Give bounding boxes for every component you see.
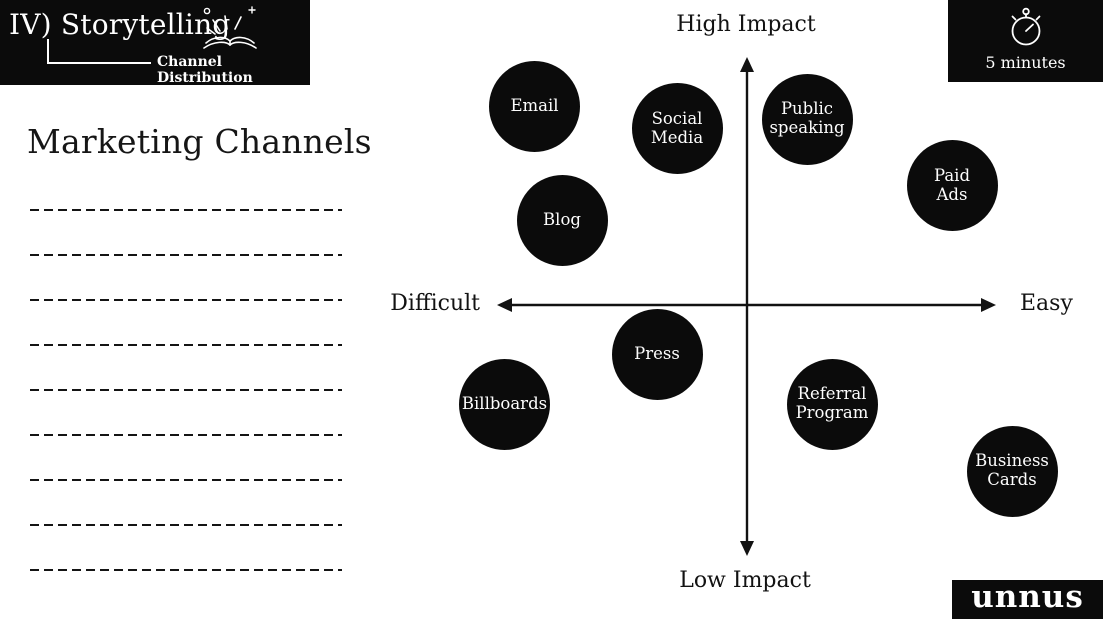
- connector-line: [47, 39, 151, 64]
- channel-bubble-blog: Blog: [516, 175, 608, 267]
- axis-label-high-impact: High Impact: [676, 12, 816, 37]
- axis-label-low-impact: Low Impact: [679, 568, 811, 593]
- timer-label: 5 minutes: [985, 53, 1066, 72]
- channel-bubble-billboards: Billboards: [459, 358, 550, 450]
- writing-lines: [30, 209, 342, 614]
- timer-badge: 5 minutes: [948, 0, 1103, 82]
- writing-line: [30, 479, 342, 481]
- page-title: IV) Storytelling: [9, 8, 231, 41]
- writing-line: [30, 389, 342, 391]
- channel-bubble-label: Email: [510, 96, 559, 116]
- brand-logo: unnus: [952, 580, 1103, 619]
- writing-line: [30, 344, 342, 346]
- channel-bubble-label: Blog: [543, 210, 581, 230]
- writing-line: [30, 299, 342, 301]
- writing-line: [30, 209, 342, 211]
- axis-label-easy: Easy: [1020, 291, 1073, 316]
- channel-bubble-press: Press: [611, 309, 703, 401]
- channel-bubble-label: Press: [634, 344, 680, 364]
- header-subtitle: Channel Distribution: [157, 54, 253, 86]
- writing-line: [30, 254, 342, 256]
- channel-bubble-label: Billboards: [461, 393, 548, 413]
- writing-line: [30, 434, 342, 436]
- writing-line: [30, 569, 342, 571]
- header: IV) Storytelling Channel Distribution: [0, 0, 310, 86]
- channel-bubble-email: Email: [489, 61, 580, 153]
- notes-title: Marketing Channels: [27, 122, 372, 161]
- open-book-sparkles-icon: [203, 6, 257, 49]
- brand-logo-text: unnus: [971, 579, 1084, 615]
- stopwatch-icon: [1011, 7, 1040, 46]
- writing-line: [30, 524, 342, 526]
- axis-label-difficult: Difficult: [390, 291, 480, 316]
